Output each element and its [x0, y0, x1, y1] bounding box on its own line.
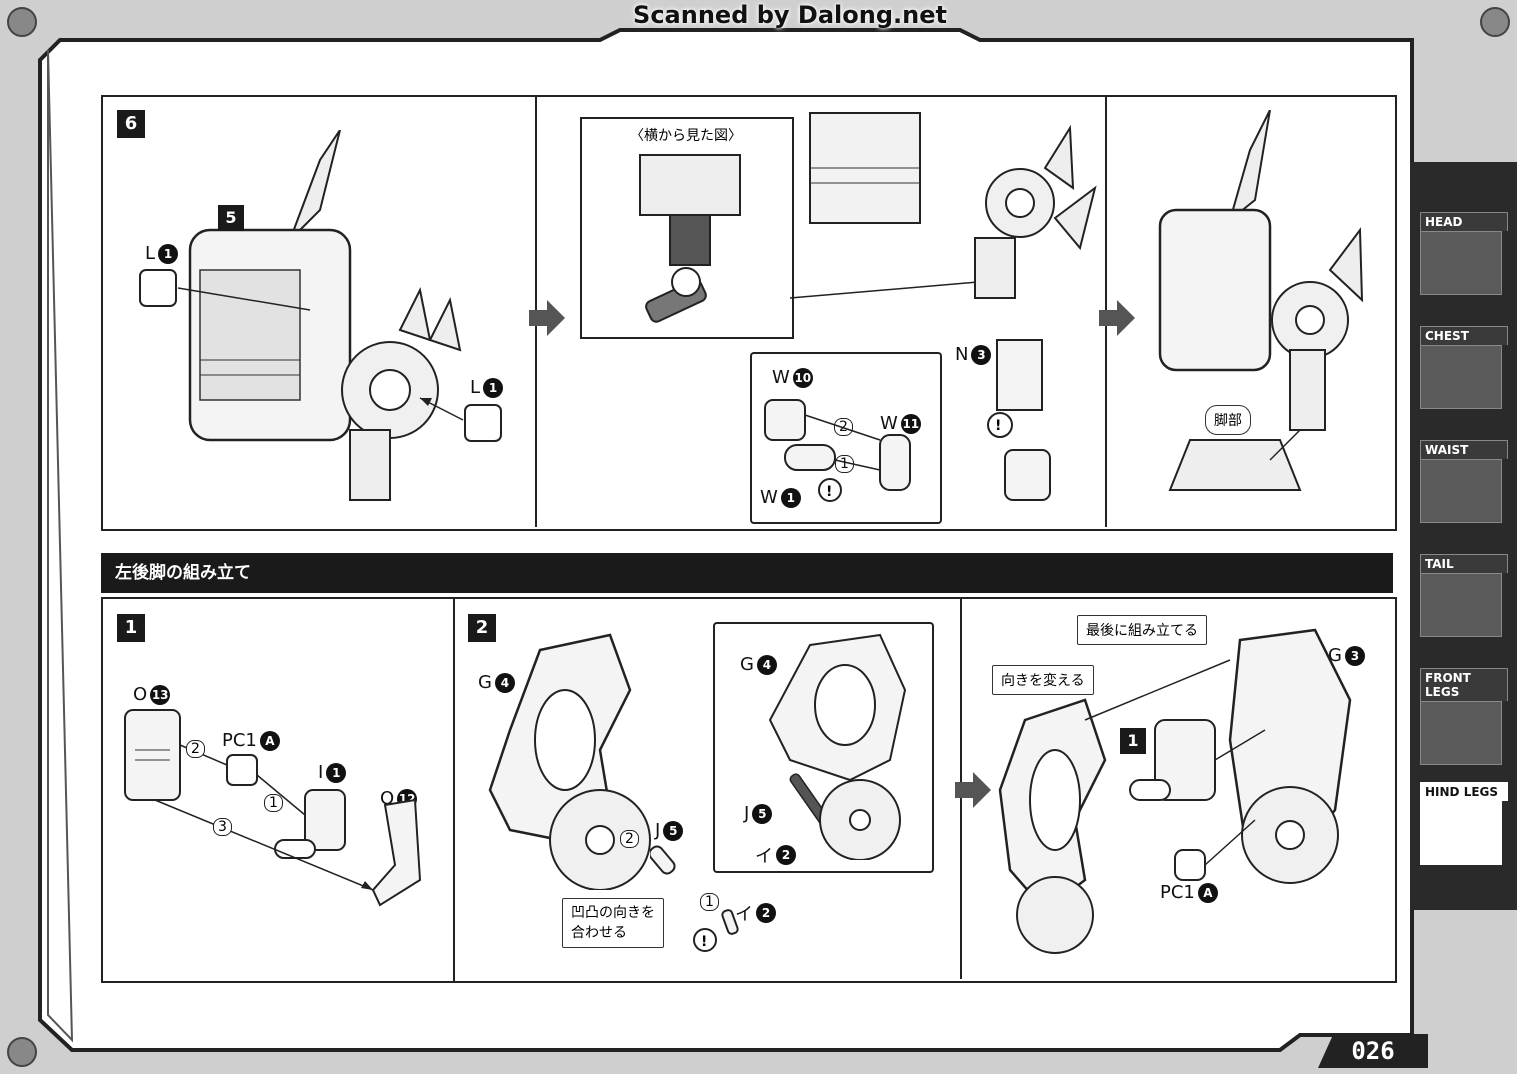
step6-sub-badge: 5 [218, 205, 244, 231]
step6-torso-illustration [139, 130, 502, 501]
j5-pin-illustration: ! [650, 845, 739, 952]
leg-label: 脚部 [1205, 405, 1251, 435]
tab-tail[interactable]: TAIL [1420, 554, 1512, 637]
svg-text:!: ! [826, 484, 832, 500]
order-2: 2 [620, 830, 639, 848]
step6-leg-illustration [809, 112, 1097, 299]
step2-badge: 2 [468, 614, 496, 642]
svg-text:!: ! [995, 418, 1001, 434]
n3-part-illustration: ! [987, 339, 1051, 501]
tail-icon [1420, 573, 1502, 637]
order-3: 3 [213, 818, 232, 836]
order-2: 2 [834, 418, 853, 436]
step1-badge: 1 [117, 614, 145, 642]
step2-sub-badge: 1 [1120, 728, 1146, 754]
scan-banner: Scanned by Dalong.net [633, 1, 947, 29]
section-nav: HEAD CHEST WAIST TAIL FRONT LEGS HIND LE… [1410, 162, 1517, 910]
hind-legs-icon [1420, 801, 1502, 865]
tab-hind-legs[interactable]: HIND LEGS [1420, 782, 1512, 865]
chest-icon [1420, 345, 1502, 409]
last-assembly-callout: 最後に組み立てる [1077, 615, 1207, 645]
order-1: 1 [835, 455, 854, 473]
turn-around-callout: 向きを変える [992, 665, 1094, 695]
align-callout: 凹凸の向きを 合わせる [562, 898, 664, 948]
head-icon [1420, 231, 1502, 295]
side-view-illustration [639, 154, 741, 323]
section-title-bar: 左後脚の組み立て [101, 553, 1393, 593]
order-1: 1 [700, 893, 719, 911]
tab-chest[interactable]: CHEST [1420, 326, 1512, 409]
w-parts-illustration: ! [764, 399, 911, 502]
callout-line [790, 281, 979, 299]
arrow-right-icon [1099, 300, 1135, 336]
page-number: 026 [1318, 1034, 1428, 1068]
step6-badge: 6 [117, 110, 145, 138]
order-1: 1 [264, 794, 283, 812]
side-view-caption: 〈横から見た図〉 [630, 128, 742, 144]
svg-text:!: ! [701, 934, 707, 950]
inset-frame-illustration [768, 633, 907, 860]
g4-frame-illustration [488, 633, 651, 890]
arrow-right-icon [955, 772, 991, 808]
order-2: 2 [186, 740, 205, 758]
tab-front-legs[interactable]: FRONT LEGS [1420, 668, 1512, 765]
tab-waist[interactable]: WAIST [1420, 440, 1512, 523]
step2-assembly-illustration [998, 628, 1352, 954]
tab-head[interactable]: HEAD [1420, 212, 1512, 295]
front-legs-icon [1420, 701, 1502, 765]
step6-result-illustration [1158, 110, 1364, 491]
arrow-right-icon [529, 300, 565, 336]
waist-icon [1420, 459, 1502, 523]
